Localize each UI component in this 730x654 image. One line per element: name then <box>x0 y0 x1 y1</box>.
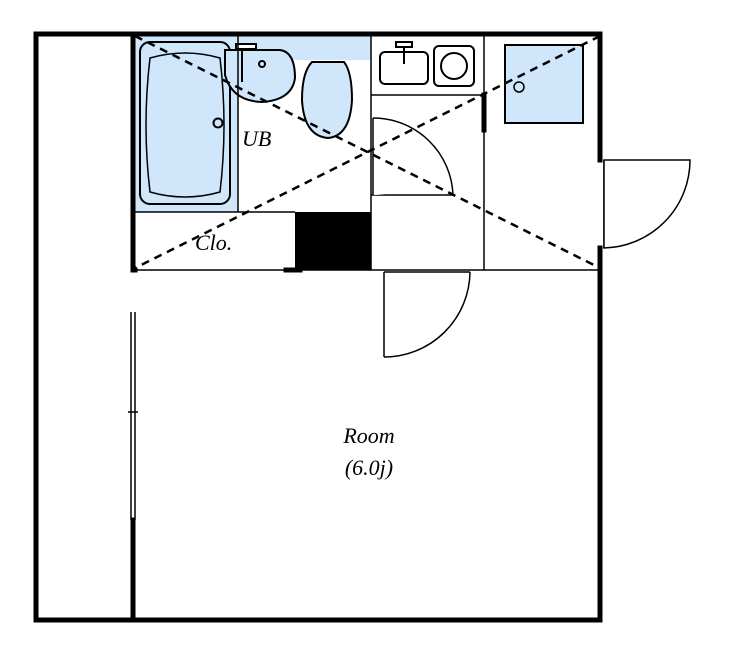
door-room <box>383 271 471 358</box>
bathtub-icon <box>139 41 231 205</box>
door-entrance <box>603 159 691 249</box>
closet-pillar <box>295 212 371 270</box>
stove-icon <box>433 45 475 87</box>
window <box>128 312 138 520</box>
drain-icon <box>513 81 525 93</box>
door-kitchen <box>372 117 454 196</box>
unit-bath-label: UB <box>242 126 271 151</box>
dashed-diagonals <box>134 34 601 270</box>
washbasin-icon <box>224 43 297 104</box>
room-size-label: (6.0j) <box>345 455 393 480</box>
washing-machine-pan-icon <box>504 44 584 124</box>
toilet-icon <box>300 61 354 140</box>
room-name-label: Room <box>342 423 394 448</box>
kitchen-sink-icon <box>379 41 429 85</box>
closet-label: Clo. <box>195 230 232 255</box>
walls <box>33 31 603 623</box>
